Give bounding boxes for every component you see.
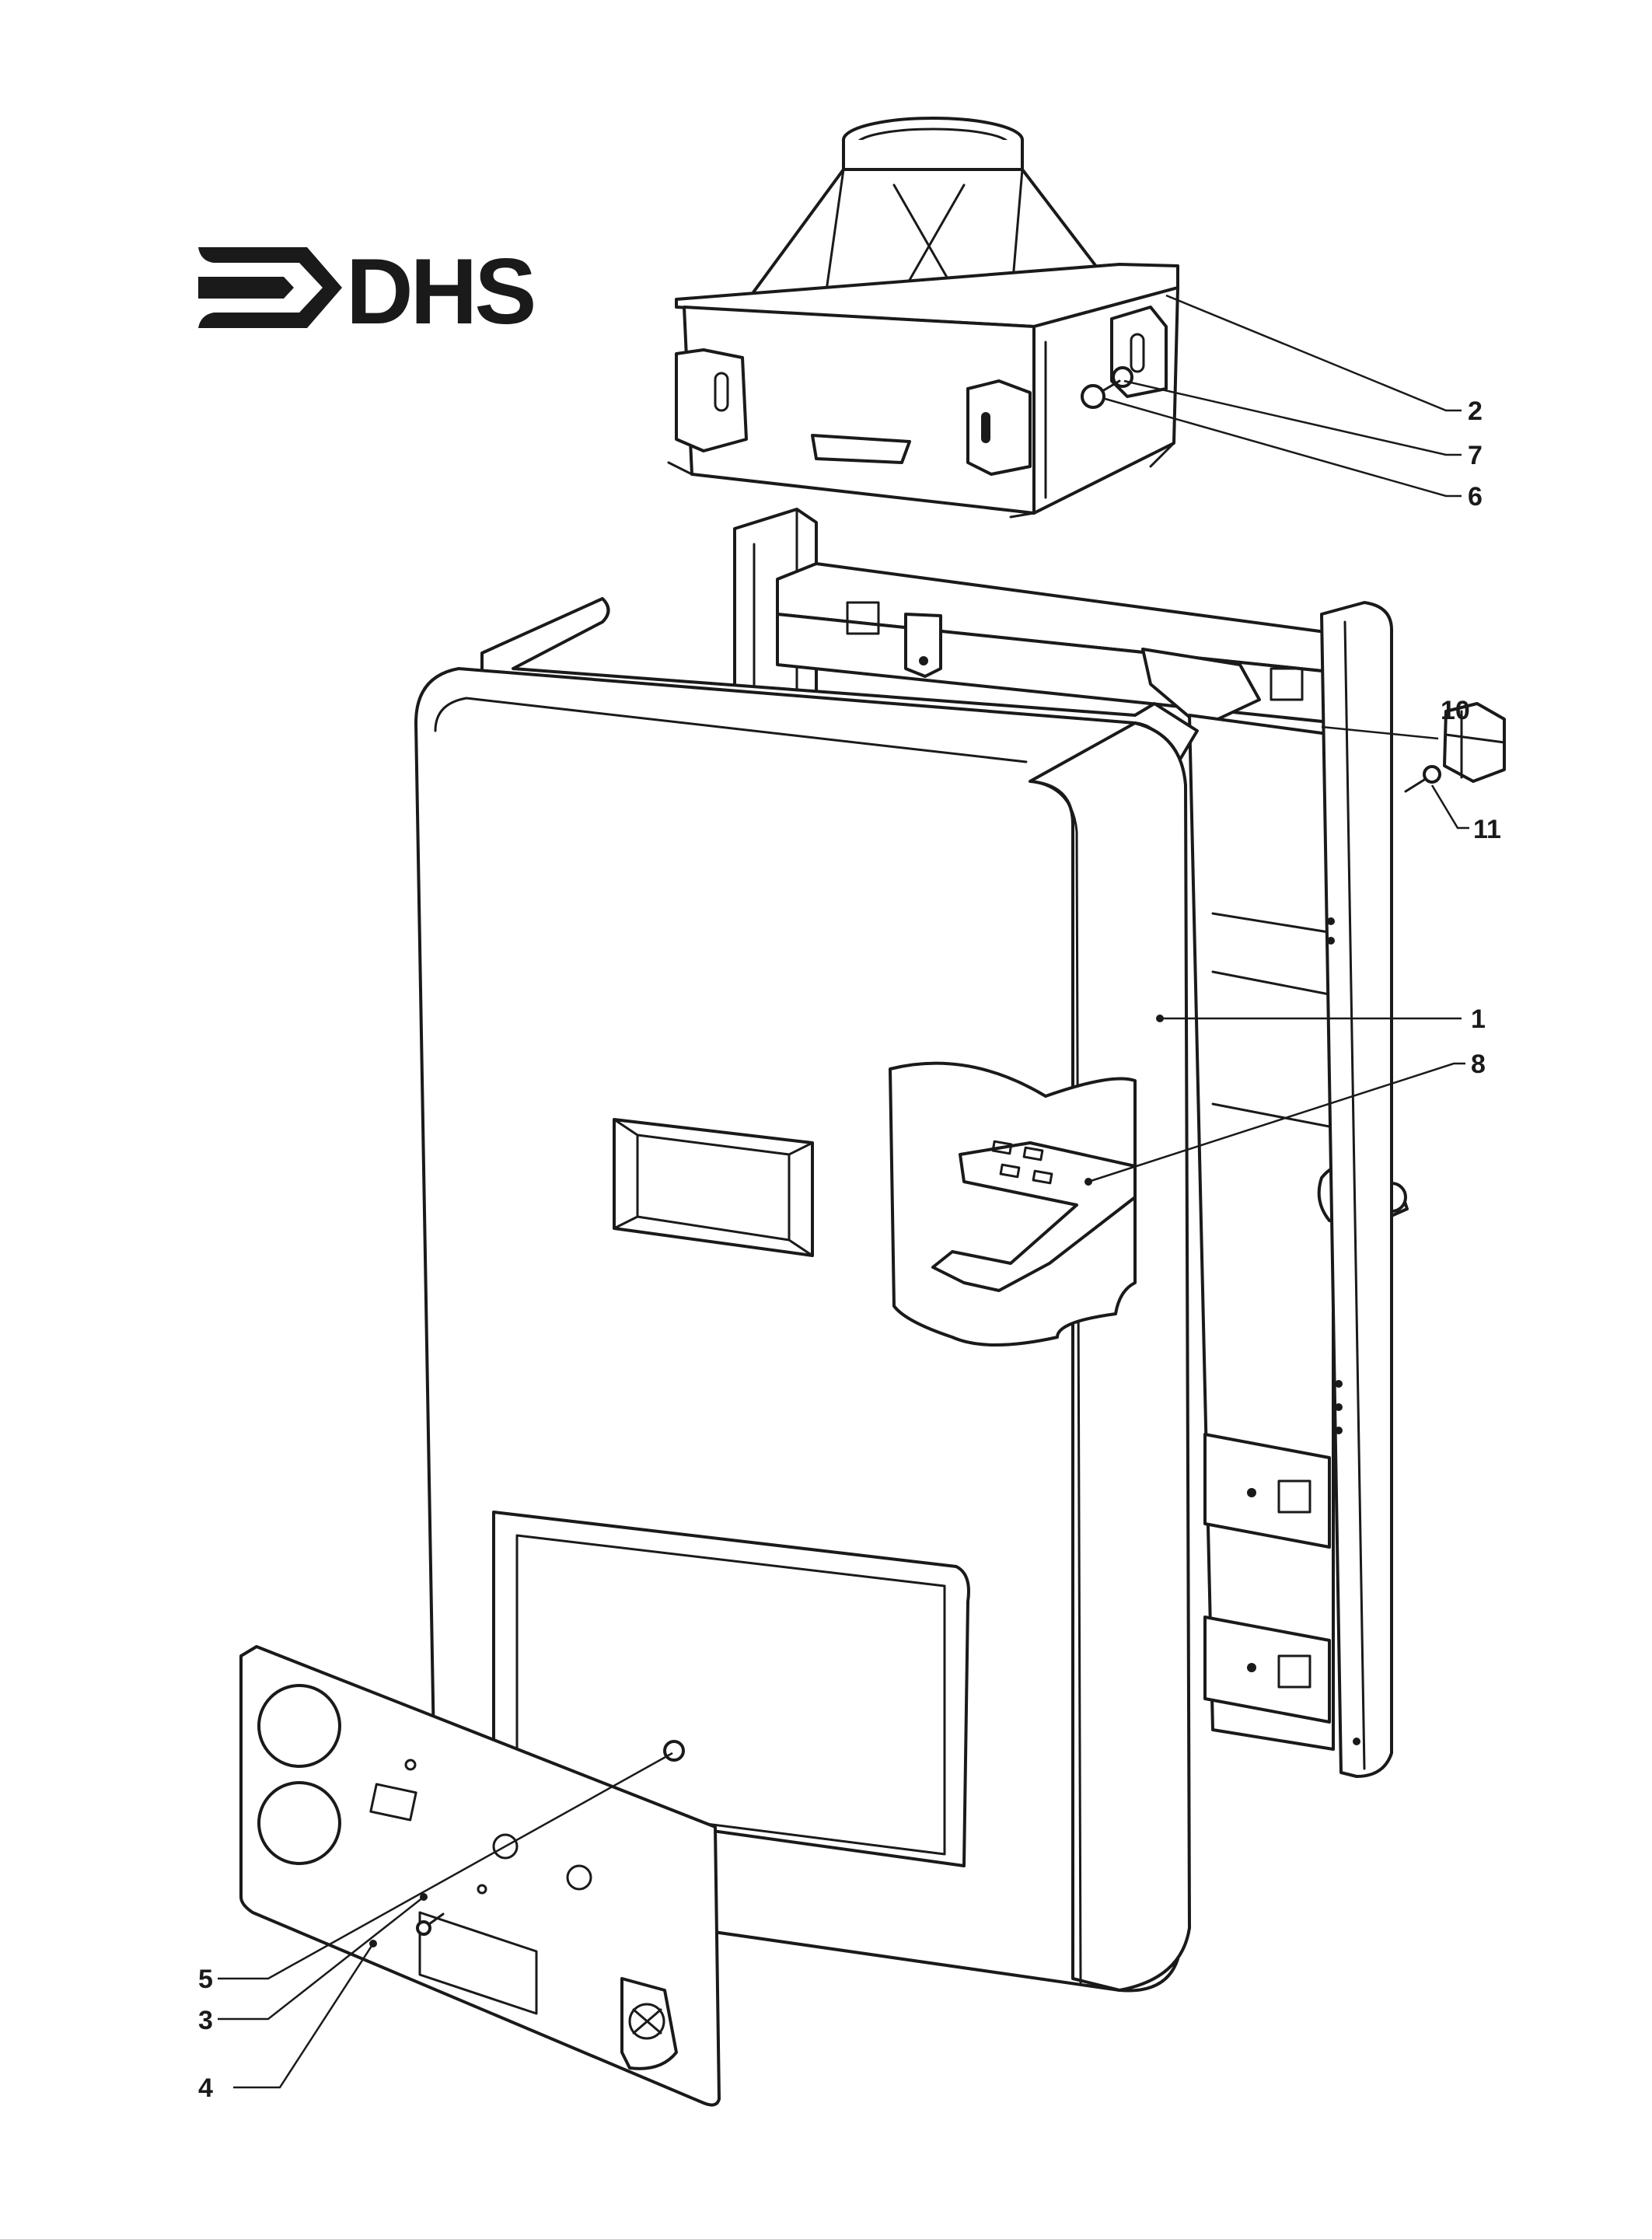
callout-7: 7 <box>1468 441 1483 470</box>
part-screw-11 <box>1404 765 1441 793</box>
part-mounting-bracket <box>889 1061 1137 1347</box>
callout-11: 11 <box>1473 815 1501 844</box>
part-front-panel <box>239 1645 721 2107</box>
callouts: 2 7 6 10 11 1 8 5 3 4 <box>198 396 1501 2103</box>
screw-6-head <box>1081 384 1105 409</box>
logo-arrow-icon <box>198 247 342 328</box>
part-clip-10 <box>1443 702 1506 783</box>
callout-2: 2 <box>1468 396 1483 426</box>
part-flue-hood <box>667 117 1179 519</box>
leader-lines <box>218 294 1469 2089</box>
callout-6: 6 <box>1468 482 1483 512</box>
dhs-logo: DHS <box>198 239 536 344</box>
callout-5: 5 <box>198 1965 213 1994</box>
callout-3: 3 <box>198 2006 213 2035</box>
callout-8: 8 <box>1471 1050 1486 1079</box>
part-side-rail <box>1320 601 1393 1778</box>
callout-4: 4 <box>198 2073 213 2103</box>
part-casing <box>414 597 1199 1993</box>
callout-10: 10 <box>1441 696 1470 725</box>
callout-1: 1 <box>1471 1004 1486 1034</box>
logo-text: DHS <box>346 239 533 344</box>
